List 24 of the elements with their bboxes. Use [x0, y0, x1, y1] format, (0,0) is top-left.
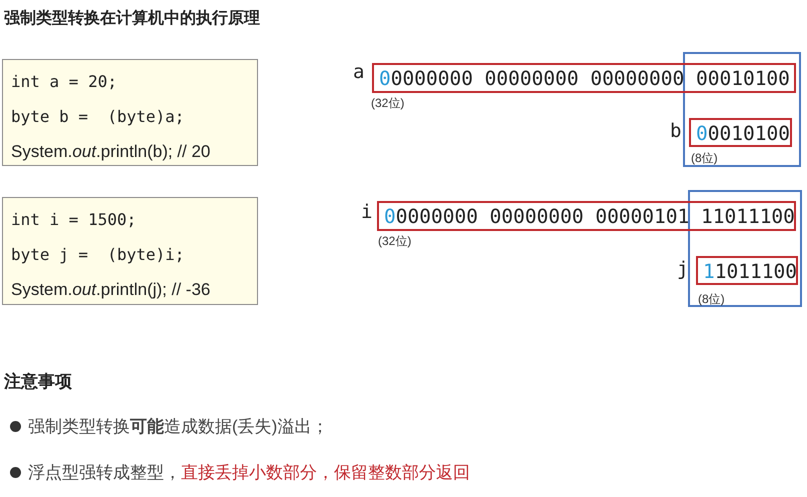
bit-count: (32位) [378, 233, 412, 250]
code-line: int i = 1500; [11, 210, 136, 229]
bit-count: (32位) [371, 95, 404, 112]
title: 强制类型转换在计算机中的执行原理 [4, 8, 260, 29]
variable-name: a [353, 61, 364, 83]
bit-count: (8位) [698, 291, 725, 308]
code-line: byte b = (byte)a; [11, 107, 184, 126]
bullet-text: 浮点型强转成整型，直接丢掉小数部分，保留整数部分返回 [28, 462, 470, 484]
bit-count: (8位) [691, 150, 718, 167]
code-line: System.out.println(b); // 20 [11, 142, 210, 162]
code-line: byte j = (byte)i; [11, 245, 184, 264]
binary-value: 11011100 [703, 260, 797, 283]
code-line: int a = 20; [11, 72, 117, 91]
code-line: System.out.println(j); // -36 [11, 280, 210, 300]
code-box [2, 59, 258, 166]
variable-name: i [361, 201, 372, 223]
binary-value: 00000000 00000000 00000000 00010100 [379, 67, 790, 90]
variable-name: b [670, 120, 682, 142]
binary-value: 00010100 [696, 122, 790, 145]
bullet-text: 强制类型转换可能造成数据(丢失)溢出； [28, 416, 328, 438]
code-box [2, 197, 258, 305]
section-heading: 注意事项 [4, 371, 72, 393]
binary-value: 00000000 00000000 00000101 11011100 [384, 205, 795, 228]
variable-name: j [677, 258, 688, 280]
